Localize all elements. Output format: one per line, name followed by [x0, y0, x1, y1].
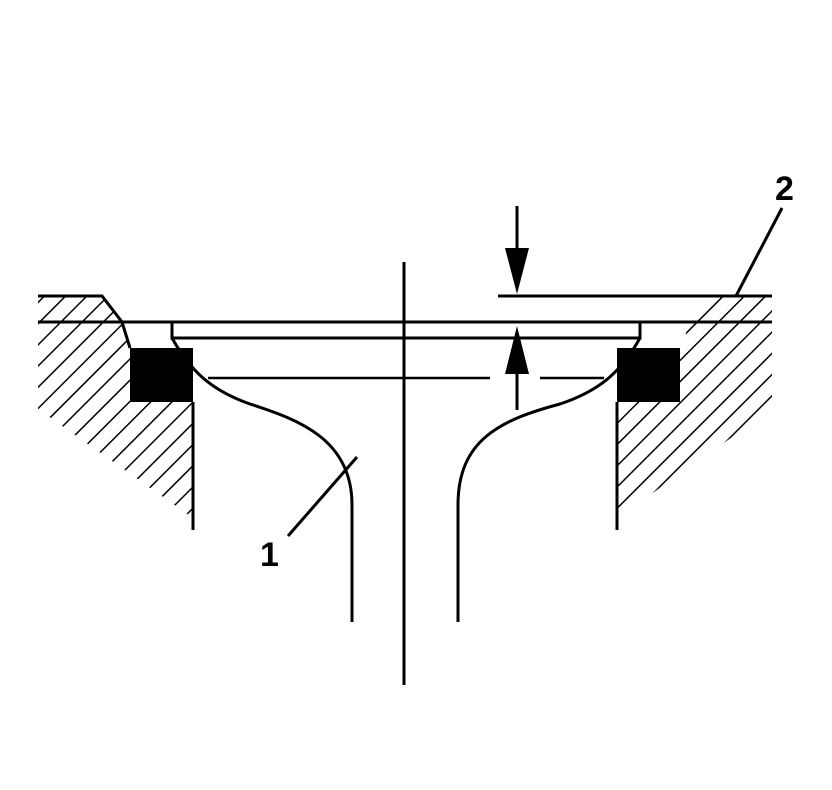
cylinder-head-right	[615, 296, 772, 530]
leader-line-1	[286, 456, 359, 537]
valve	[170, 322, 642, 622]
dimension-arrows	[505, 206, 529, 410]
arrow-down-icon	[505, 248, 529, 294]
callout-label-1: 1	[260, 536, 279, 574]
callout-label-2: 2	[775, 170, 794, 208]
cylinder-head-left	[38, 294, 195, 530]
leader-line-2	[734, 207, 784, 297]
arrow-up-icon	[505, 326, 529, 374]
valve-seat-insert-right	[617, 348, 680, 402]
